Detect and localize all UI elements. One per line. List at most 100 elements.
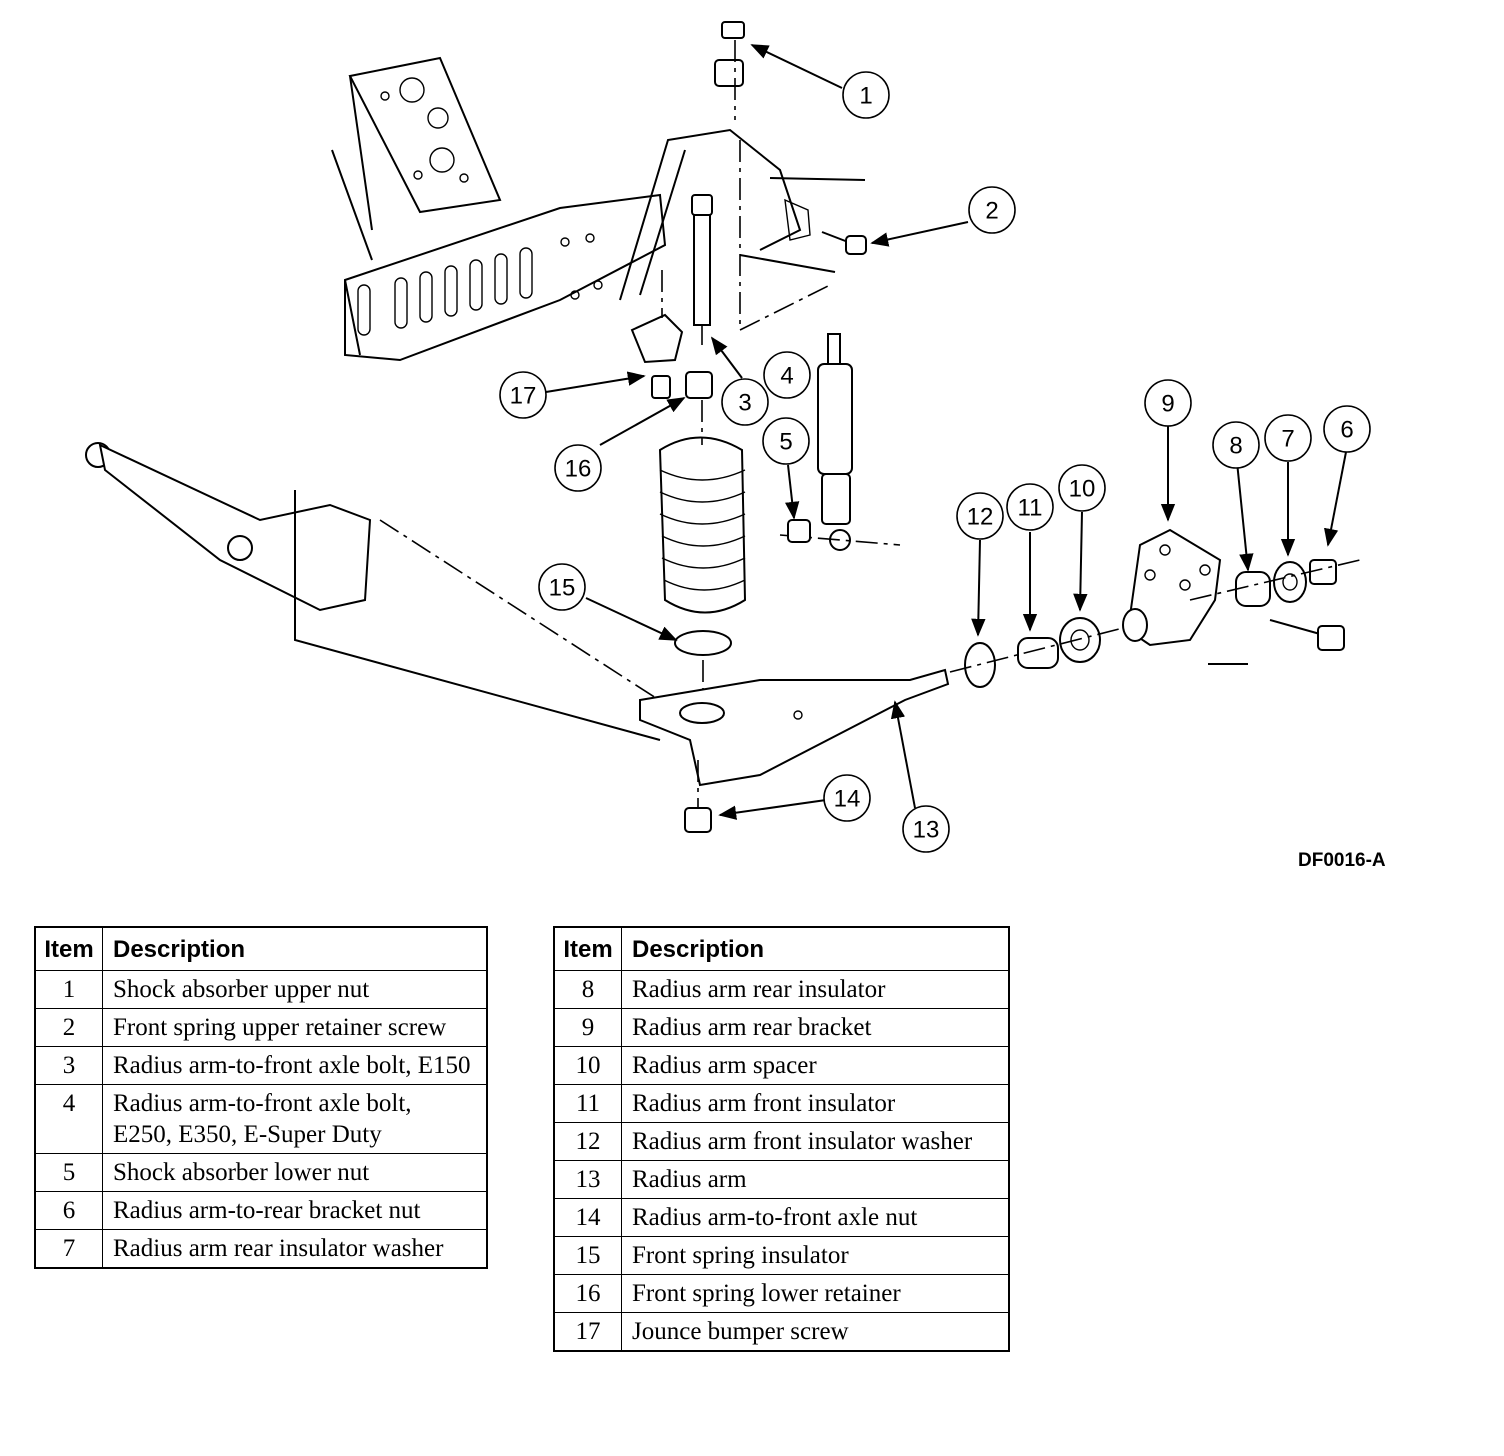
item-number: 12 [553,1122,622,1161]
item-description: Shock absorber lower nut [102,1153,488,1192]
retainer-screw-part [821,231,867,255]
item-number: 8 [553,970,622,1009]
item-number: 4 [34,1084,103,1154]
item-number: 16 [553,1274,622,1313]
svg-text:12: 12 [967,504,994,531]
item-number: 11 [553,1084,622,1123]
description-column-header: Description [102,926,488,971]
frame-rail [331,56,866,362]
svg-text:7: 7 [1281,426,1294,453]
spring-lower-retainer-part [685,371,713,399]
axle-nut-part [684,807,712,833]
item-description: Radius arm-to-front axle nut [621,1198,1010,1237]
svg-text:14: 14 [834,786,861,813]
item-number: 9 [553,1008,622,1047]
item-description: Radius arm rear bracket [621,1008,1010,1047]
svg-text:5: 5 [779,429,792,456]
callout-17: 17 [499,371,547,419]
callout-5: 5 [762,417,810,465]
shock-lower-nut-part [787,519,811,543]
item-description: Radius arm rear insulator [621,970,1010,1009]
svg-text:15: 15 [549,575,576,602]
callout-9: 9 [1144,379,1192,427]
callout-7: 7 [1264,414,1312,462]
rear-bracket-part [1122,528,1222,647]
svg-text:10: 10 [1069,476,1096,503]
callout-1: 1 [842,71,890,119]
callout-6: 6 [1323,405,1371,453]
jounce-bumper-part [630,270,684,399]
item-number: 3 [34,1046,103,1085]
svg-text:1: 1 [859,83,872,110]
callout-15: 15 [538,563,586,611]
callout-13: 13 [902,805,950,853]
item-description: Radius arm front insulator washer [621,1122,1010,1161]
shock-absorber-part [779,333,901,551]
svg-text:2: 2 [985,198,998,225]
item-number: 17 [553,1312,622,1352]
item-description: Radius arm-to-front axle bolt, E150 [102,1046,488,1085]
item-number: 14 [553,1198,622,1237]
callout-2: 2 [968,186,1016,234]
svg-text:3: 3 [738,390,751,417]
svg-text:4: 4 [780,363,793,390]
item-number: 10 [553,1046,622,1085]
item-description: Front spring lower retainer [621,1274,1010,1313]
item-description: Radius arm rear insulator washer [102,1229,488,1269]
item-description: Shock absorber upper nut [102,970,488,1009]
item-description: Radius arm-to-rear bracket nut [102,1191,488,1230]
callout-14: 14 [823,774,871,822]
item-description: Front spring insulator [621,1236,1010,1275]
item-column-header: Item [34,926,103,971]
svg-text:13: 13 [913,817,940,844]
shock-upper-nut-part [714,21,745,120]
callout-10: 10 [1058,464,1106,512]
item-description: Jounce bumper screw [621,1312,1010,1352]
callout-arrows [545,44,1347,820]
coil-spring-part [658,400,747,614]
item-number: 13 [553,1160,622,1199]
axle-knuckle-part [85,442,691,741]
callout-3: 3 [721,378,769,426]
exploded-suspension-diagram: 1 2 3 4 5 6 7 8 9 10 11 12 13 14 15 16 1… [85,21,1371,853]
svg-text:16: 16 [565,456,592,483]
item-number: 1 [34,970,103,1009]
figure-reference-code: DF0016-A [1298,850,1386,871]
callout-12: 12 [956,492,1004,540]
item-number: 5 [34,1153,103,1192]
callout-8: 8 [1212,421,1260,469]
svg-text:17: 17 [510,383,537,410]
item-description: Radius arm spacer [621,1046,1010,1085]
radius-arm-part [639,668,950,830]
svg-text:9: 9 [1161,391,1174,418]
callout-16: 16 [554,444,602,492]
callout-4: 4 [763,351,811,399]
table-header-row: Item Description [34,926,488,971]
item-number: 15 [553,1236,622,1275]
item-column-header: Item [553,926,622,971]
svg-text:8: 8 [1229,433,1242,460]
item-number: 6 [34,1191,103,1230]
spring-insulator-part [674,630,732,700]
item-number: 2 [34,1008,103,1047]
svg-text:11: 11 [1018,495,1043,522]
item-description: Radius arm front insulator [621,1084,1010,1123]
svg-text:6: 6 [1340,417,1353,444]
